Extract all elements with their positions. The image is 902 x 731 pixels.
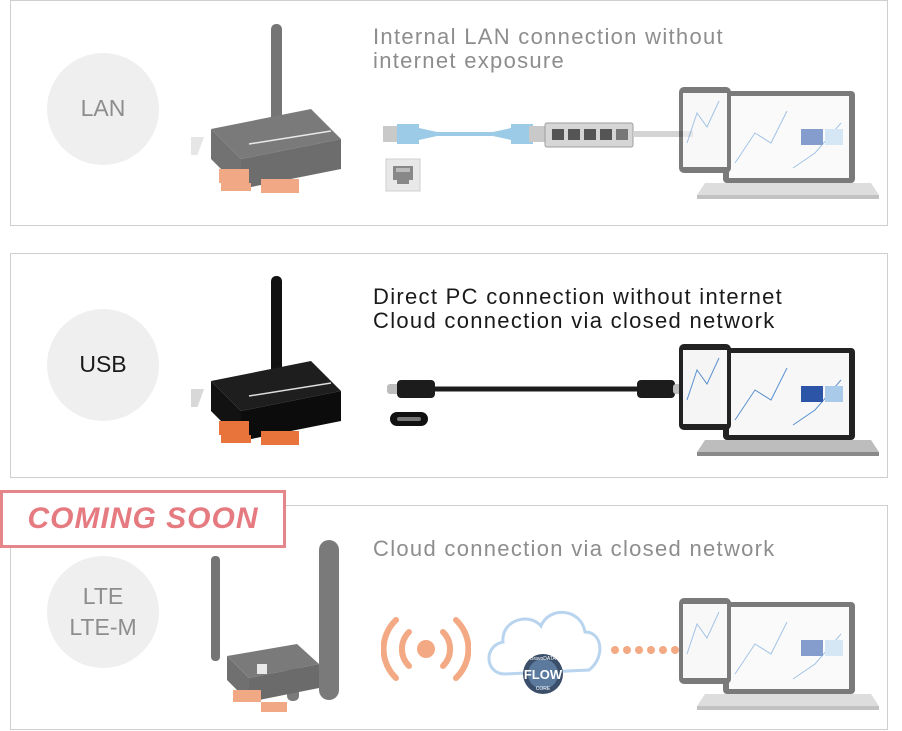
- lan-panel: LAN Internal LAN connection without inte…: [10, 0, 888, 226]
- lte-panel: LTE LTE-M Cloud connection via closed ne…: [10, 505, 888, 730]
- cloud-icon: FLOW BravoDATA CORE: [487, 610, 602, 694]
- wireless-signal-icon: [381, 617, 471, 681]
- laptop-tablet-icon: [679, 344, 879, 456]
- usb-label-circle: USB: [47, 309, 159, 421]
- lan-label: LAN: [80, 95, 126, 122]
- device-icon: [191, 276, 341, 445]
- lan-label-circle: LAN: [47, 53, 159, 165]
- usb-c-port-icon: [390, 412, 428, 426]
- rj45-port-icon: [385, 158, 421, 192]
- lte-label-line2: LTE-M: [69, 614, 137, 640]
- lan-headline-line1: Internal LAN connection without: [373, 24, 724, 49]
- lte-label-circle: LTE LTE-M: [47, 556, 159, 668]
- coming-soon-badge: COMING SOON: [0, 490, 286, 548]
- lan-headline-line2: internet exposure: [373, 48, 566, 73]
- usb-headline-line1: Direct PC connection without internet: [373, 284, 784, 309]
- laptop-tablet-icon: [679, 598, 879, 710]
- lte-headline: Cloud connection via closed network: [373, 537, 776, 561]
- usb-label: USB: [79, 351, 127, 378]
- coming-soon-text: COMING SOON: [27, 502, 259, 535]
- usb-headline: Direct PC connection without internet Cl…: [373, 285, 783, 333]
- network-switch-icon: [544, 122, 634, 148]
- lan-cable-icon: [383, 124, 547, 144]
- cloud-logo-top: BravoDATA: [530, 656, 556, 662]
- usb-headline-line2: Cloud connection via closed network: [373, 308, 776, 333]
- device-icon: [191, 24, 341, 193]
- usb-panel: USB Direct PC connection without interne…: [10, 253, 888, 478]
- cloud-logo-bottom: CORE: [536, 686, 551, 692]
- lte-label-line1: LTE: [82, 582, 124, 609]
- lan-headline: Internal LAN connection without internet…: [373, 25, 724, 73]
- switch-link-line: [633, 131, 693, 137]
- lte-headline-line1: Cloud connection via closed network: [373, 536, 776, 561]
- laptop-tablet-icon: [679, 87, 879, 199]
- dotted-link: [611, 646, 679, 654]
- cloud-logo-mid: FLOW: [524, 667, 563, 682]
- device-icon: [211, 540, 339, 712]
- usb-c-cable-icon: [387, 380, 685, 398]
